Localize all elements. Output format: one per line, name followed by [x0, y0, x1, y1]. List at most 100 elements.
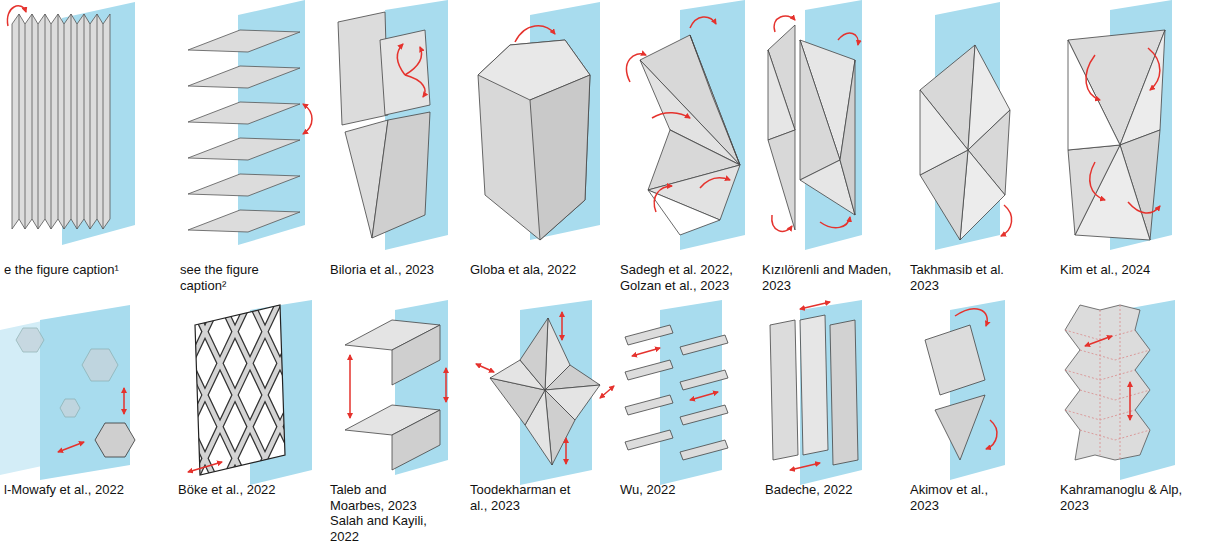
- louver-facade: [188, 174, 300, 196]
- z-folded-plates: [345, 300, 448, 475]
- z-folded-plates: [349, 355, 351, 418]
- vertical-fins: [790, 463, 820, 470]
- pivot-panels: [925, 325, 985, 395]
- star-fold: [476, 312, 614, 464]
- hexagonal-module: [530, 2, 600, 240]
- triangular-fold: [1090, 162, 1105, 200]
- slat-grid: [625, 300, 728, 485]
- hexagon-panels: [16, 328, 44, 352]
- pinwheel-fold: [920, 90, 968, 175]
- slat-grid: [680, 335, 728, 355]
- citation-label: Wu, 2022: [620, 482, 760, 498]
- lattice-screen: [100, 300, 400, 490]
- folded-plates: [338, 12, 388, 125]
- zigzag-tessellation: [1129, 382, 1131, 420]
- triangular-fold: [768, 130, 795, 230]
- hexagon-panels: [58, 442, 84, 452]
- citation-label: Globa et ala, 2022: [470, 262, 610, 278]
- vertical-fins: [770, 300, 862, 485]
- zigzag-tessellation: [1065, 305, 1150, 460]
- louver-facade: [188, 102, 300, 124]
- triangular-fold: [627, 0, 745, 250]
- citation-label: see the figure caption²: [180, 262, 292, 293]
- vertical-fins: [830, 320, 858, 465]
- zigzag-tessellation: [1085, 336, 1130, 420]
- citation-label: Biloria et al., 2023: [330, 262, 470, 278]
- hexagonal-module: [478, 40, 590, 240]
- triangular-fold: [690, 17, 716, 28]
- citation-label: Toodekharman et al., 2023: [470, 482, 585, 513]
- louver-facade: [303, 104, 312, 134]
- zigzag-tessellation: [1085, 336, 1112, 346]
- slat-grid: [680, 370, 728, 390]
- vertical-fins: [800, 302, 830, 309]
- citation-label: Kahramanoglu & Alp, 2023: [1060, 482, 1190, 513]
- louver-facade: [188, 0, 312, 245]
- slat-grid: [690, 392, 718, 400]
- folded-plates: [372, 112, 430, 238]
- triangular-fold: [652, 113, 690, 118]
- triangular-fold: [654, 186, 672, 212]
- pleated-facade: [19, 14, 103, 229]
- citation-label: Akimov et al., 2023: [910, 482, 1010, 513]
- vertical-fins: [790, 302, 830, 470]
- z-folded-plates: [392, 325, 440, 385]
- star-fold: [520, 318, 548, 390]
- lattice-screen: [100, 300, 400, 490]
- z-folded-plates: [392, 410, 440, 470]
- triangular-fold: [1068, 40, 1120, 150]
- hexagonal-module: [515, 26, 555, 42]
- folded-plates: [380, 30, 430, 115]
- pivot-panels: [955, 309, 997, 449]
- slat-grid: [625, 395, 673, 415]
- pinwheel-fold: [920, 2, 1012, 250]
- triangular-fold: [700, 178, 730, 188]
- hexagon-panels: [60, 399, 80, 417]
- triangular-fold: [1148, 48, 1160, 90]
- folded-plates: [405, 47, 421, 75]
- triangular-fold: [627, 17, 730, 212]
- hexagonal-module: [530, 75, 590, 240]
- citation-label: Taleb and Moarbes, 2023 Salah and Kayili…: [330, 482, 438, 544]
- slat-grid: [680, 405, 728, 425]
- pleated-facade: [7, 6, 26, 26]
- star-fold: [600, 386, 614, 398]
- folded-plates: [397, 44, 425, 97]
- slat-grid: [632, 348, 718, 400]
- hexagon-panels: [0, 305, 135, 480]
- triangular-fold: [772, 16, 858, 231]
- z-folded-plates: [445, 368, 447, 402]
- folded-plates: [338, 0, 448, 250]
- pivot-panels: [925, 300, 1005, 480]
- slat-grid: [625, 325, 673, 345]
- citation-label: Kızılörenli and Maden, 2023: [762, 262, 902, 293]
- z-folded-plates: [350, 355, 446, 418]
- triangular-fold: [1128, 202, 1160, 213]
- triangular-fold: [768, 0, 862, 250]
- triangular-fold: [840, 60, 855, 215]
- pivot-panels: [986, 420, 997, 449]
- citation-label: Takhmasib et al. 2023: [910, 262, 1022, 293]
- slat-grid: [680, 440, 728, 460]
- hexagon-panels: [58, 388, 124, 452]
- hexagon-panels: [123, 388, 125, 414]
- lattice-screen: [100, 300, 400, 490]
- triangular-fold: [772, 215, 792, 231]
- hexagon-panels: [82, 349, 118, 381]
- triangular-fold: [1086, 55, 1100, 100]
- pivot-panels: [955, 309, 987, 326]
- slat-grid: [625, 360, 673, 380]
- triangular-fold: [820, 217, 850, 228]
- triangular-fold: [838, 33, 858, 45]
- lattice-screen: [100, 300, 400, 490]
- slat-grid: [632, 348, 660, 356]
- triangular-fold: [1086, 48, 1160, 213]
- star-fold: [476, 364, 494, 372]
- hexagonal-module: [478, 2, 600, 240]
- star-fold: [476, 300, 614, 485]
- citation-label: l-Mowafy et al., 2022: [4, 482, 144, 498]
- zigzag-tessellation: [1065, 300, 1175, 480]
- citation-label: Böke et al., 2022: [178, 482, 318, 498]
- pleated-facade: [7, 2, 135, 245]
- lattice-screen: [195, 305, 285, 475]
